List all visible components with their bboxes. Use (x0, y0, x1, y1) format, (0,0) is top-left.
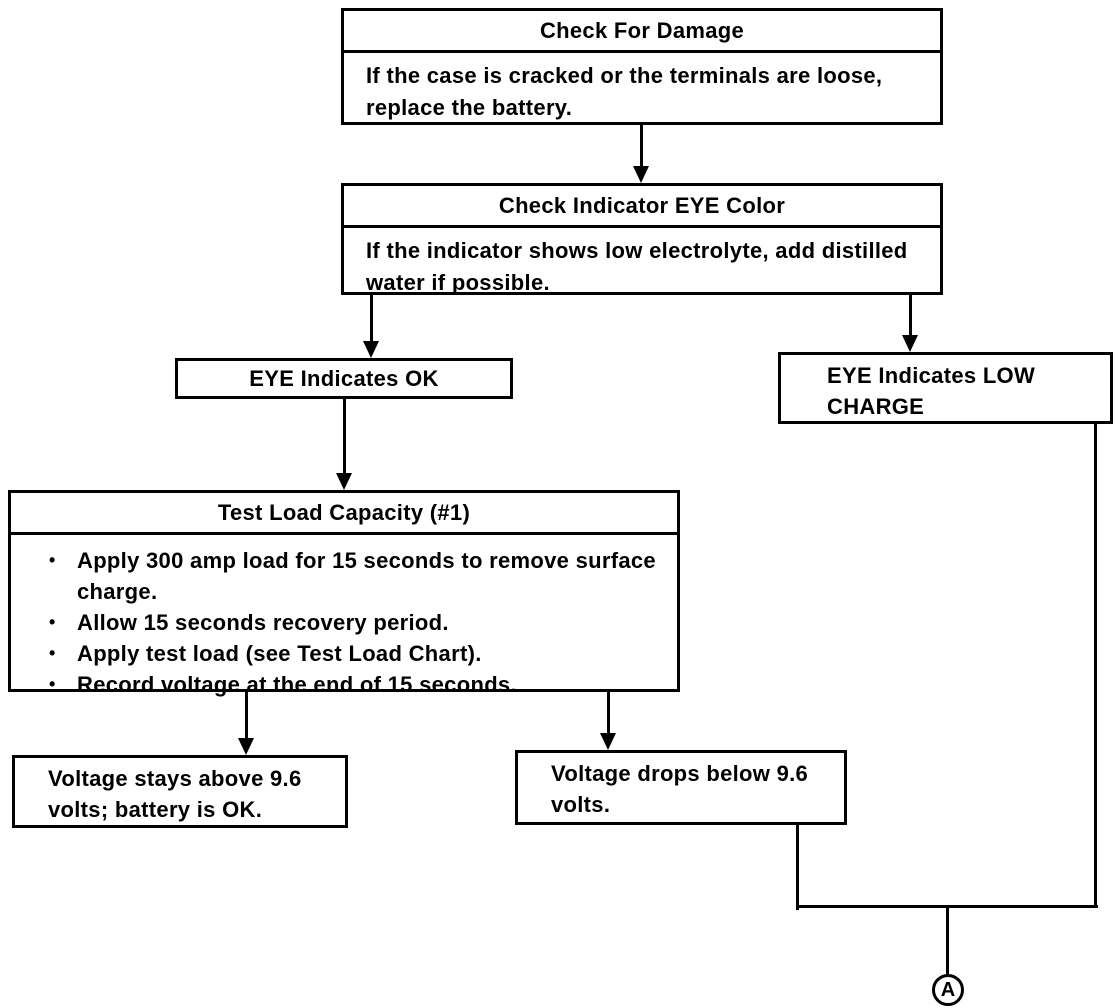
node-check-for-damage-title: Check For Damage (344, 11, 940, 53)
node-check-for-damage-body: If the case is cracked or the terminals … (366, 63, 883, 120)
bullet-icon: • (49, 674, 56, 694)
node-eye-indicates-low-charge-label: EYE Indicates LOW CHARGE (827, 363, 1036, 419)
node-voltage-drops-below-label: Voltage drops below 9.6 volts. (551, 761, 809, 817)
edge-voltlow-down-line (796, 823, 799, 910)
bullet-item: • Record voltage at the end of 15 second… (49, 669, 663, 700)
edge-testload-to-voltok-line (245, 692, 248, 740)
edge-eye-to-ok-line (370, 295, 373, 343)
bullet-text: Apply 300 amp load for 15 seconds to rem… (77, 548, 656, 604)
bullet-item: • Apply test load (see Test Load Chart). (49, 638, 663, 669)
node-eye-indicates-ok-label: EYE Indicates OK (249, 365, 439, 391)
edge-eye-to-low-arrowhead (902, 335, 918, 352)
edge-eye-to-ok-arrowhead (363, 341, 379, 358)
bullet-text: Allow 15 seconds recovery period. (77, 610, 449, 635)
bullet-text: Record voltage at the end of 15 seconds. (77, 672, 517, 697)
edge-testload-to-voltok-arrowhead (238, 738, 254, 755)
edge-damage-to-eye-line (640, 125, 643, 169)
connector-a-label: A (940, 978, 956, 1001)
bullet-item: • Allow 15 seconds recovery period. (49, 607, 663, 638)
bullet-text: Apply test load (see Test Load Chart). (77, 641, 482, 666)
bullet-icon: • (49, 550, 56, 570)
bullet-icon: • (49, 612, 56, 632)
node-eye-indicates-ok: EYE Indicates OK (175, 358, 513, 399)
connector-a: A (932, 974, 964, 1006)
edge-to-connector-line (946, 908, 949, 976)
node-voltage-stays-above-label: Voltage stays above 9.6 volts; battery i… (48, 766, 302, 822)
bullet-icon: • (49, 643, 56, 663)
edge-testload-to-voltlow-line (607, 692, 610, 735)
edge-join-horizontal-line (796, 905, 1098, 908)
node-eye-indicates-low-charge: EYE Indicates LOW CHARGE (778, 352, 1113, 424)
edge-ok-to-testload-arrowhead (336, 473, 352, 490)
node-check-for-damage: Check For Damage If the case is cracked … (341, 8, 943, 125)
node-test-load-capacity-bullets: • Apply 300 amp load for 15 seconds to r… (11, 535, 677, 706)
node-test-load-capacity-title: Test Load Capacity (#1) (11, 493, 677, 535)
edge-eye-to-low-line (909, 295, 912, 337)
edge-ok-to-testload-line (343, 399, 346, 475)
bullet-item: • Apply 300 amp load for 15 seconds to r… (49, 545, 663, 607)
node-test-load-capacity: Test Load Capacity (#1) • Apply 300 amp … (8, 490, 680, 697)
edge-eyelow-down-line (1094, 422, 1097, 908)
node-check-indicator-eye-color: Check Indicator EYE Color If the indicat… (341, 183, 943, 295)
node-check-indicator-eye-color-title: Check Indicator EYE Color (344, 186, 940, 228)
edge-damage-to-eye-arrowhead (633, 166, 649, 183)
edge-testload-to-voltlow-arrowhead (600, 733, 616, 750)
node-voltage-drops-below: Voltage drops below 9.6 volts. (515, 750, 847, 825)
node-voltage-stays-above: Voltage stays above 9.6 volts; battery i… (12, 755, 348, 828)
node-check-indicator-eye-color-body: If the indicator shows low electrolyte, … (366, 238, 908, 295)
